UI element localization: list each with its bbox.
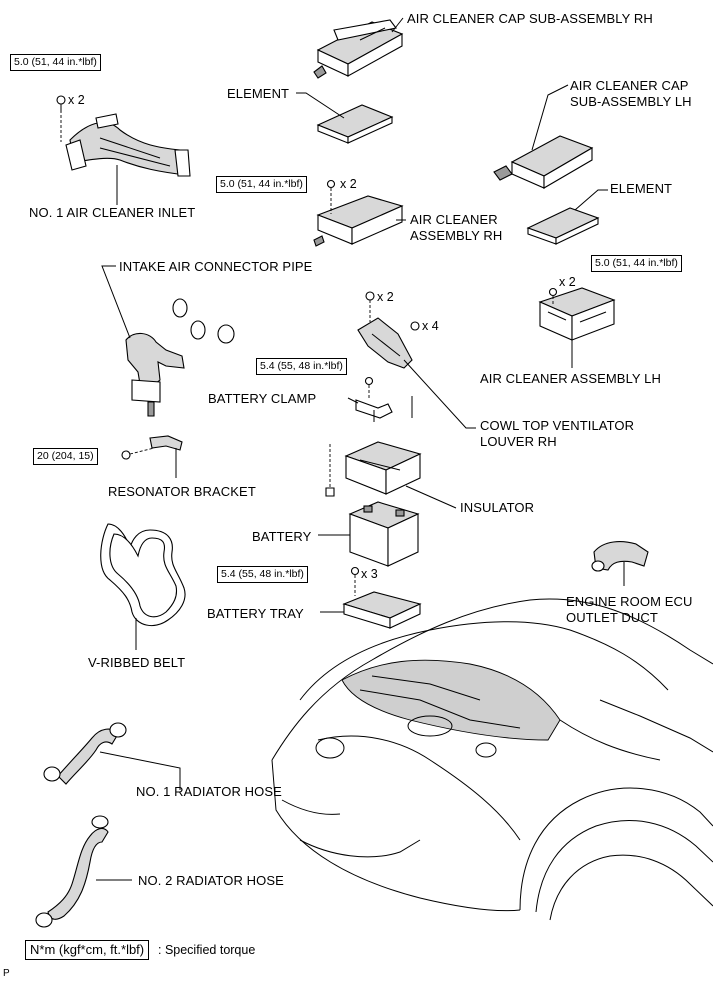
- torque-assembly-rh: 5.0 (51, 44 in.*lbf): [216, 176, 307, 193]
- insulator-label: INSULATOR: [460, 500, 535, 515]
- no2-radiator-hose-label: NO. 2 RADIATOR HOSE: [138, 873, 284, 888]
- air-cleaner-assembly-lh-label: AIR CLEANER ASSEMBLY LH: [480, 371, 661, 386]
- insulator-part: [325, 441, 422, 497]
- battery-label: BATTERY: [252, 529, 312, 544]
- vehicle-front-outline: [271, 598, 713, 921]
- v-ribbed-belt-label: V-RIBBED BELT: [88, 655, 186, 670]
- cowl-top-ventilator-label-line2: LOUVER RH: [480, 434, 557, 449]
- torque-battery-clamp: 5.4 (55, 48 in.*lbf): [256, 358, 347, 375]
- no1-radiator-hose-part: [43, 722, 127, 785]
- resonator-bracket-part: [121, 435, 183, 460]
- no1-air-cleaner-inlet-part: [65, 113, 191, 177]
- air-cleaner-cap-lh-part: [493, 135, 594, 189]
- no1-radiator-hose-label: NO. 1 RADIATOR HOSE: [136, 784, 282, 799]
- legend-text: : Specified torque: [158, 943, 256, 957]
- qty-assembly-lh: x 2: [559, 275, 576, 289]
- element-right-label: ELEMENT: [610, 181, 673, 196]
- legend-unit-box: N*m (kgf*cm, ft.*lbf): [25, 940, 150, 960]
- battery-tray-label: BATTERY TRAY: [207, 606, 304, 621]
- qty-cowl-top: x 2: [377, 290, 394, 304]
- element-top-part: [316, 104, 394, 144]
- air-cleaner-assembly-rh-part: [313, 195, 404, 247]
- torque-inlet: 5.0 (51, 44 in.*lbf): [10, 54, 101, 71]
- battery-clamp-label: BATTERY CLAMP: [208, 391, 317, 406]
- qty-cowl-side: x 4: [422, 319, 439, 333]
- engine-room-ecu-outlet-duct-part: [591, 541, 649, 572]
- element-top-label: ELEMENT: [227, 86, 290, 101]
- v-ribbed-belt-part: [100, 523, 186, 627]
- air-cleaner-cap-lh-label-line1: AIR CLEANER CAP: [570, 78, 689, 93]
- battery-clamp-part: [355, 376, 413, 422]
- torque-resonator: 20 (204, 15): [33, 448, 98, 465]
- intake-air-connector-pipe-label: INTAKE AIR CONNECTOR PIPE: [119, 259, 313, 274]
- figure-code: P: [3, 968, 10, 979]
- air-cleaner-cap-lh-label-line2: SUB-ASSEMBLY LH: [570, 94, 692, 109]
- cowl-top-ventilator-label-line1: COWL TOP VENTILATOR: [480, 418, 635, 433]
- element-right-part: [526, 207, 600, 245]
- battery-part: [348, 501, 420, 567]
- air-cleaner-assembly-rh-label-line2: ASSEMBLY RH: [410, 228, 503, 243]
- air-cleaner-cap-rh-part: [313, 19, 404, 79]
- no2-radiator-hose-part: [35, 815, 109, 928]
- air-cleaner-assembly-lh-part: [538, 287, 616, 341]
- air-cleaner-assembly-rh-label-line1: AIR CLEANER: [410, 212, 498, 227]
- resonator-bracket-label: RESONATOR BRACKET: [108, 484, 256, 499]
- qty-inlet: x 2: [68, 93, 85, 107]
- engine-room-ecu-label-line2: OUTLET DUCT: [566, 610, 658, 625]
- intake-air-connector-pipe-part: [125, 298, 235, 417]
- qty-battery-tray: x 3: [361, 567, 378, 581]
- qty-assembly-rh: x 2: [340, 177, 357, 191]
- air-cleaner-cap-rh-label: AIR CLEANER CAP SUB-ASSEMBLY RH: [407, 11, 653, 26]
- torque-assembly-lh: 5.0 (51, 44 in.*lbf): [591, 255, 682, 272]
- battery-tray-part: [342, 566, 422, 629]
- no1-air-cleaner-inlet-label: NO. 1 AIR CLEANER INLET: [29, 205, 196, 220]
- engine-room-ecu-label-line1: ENGINE ROOM ECU: [566, 594, 693, 609]
- torque-battery-tray: 5.4 (55, 48 in.*lbf): [217, 566, 308, 583]
